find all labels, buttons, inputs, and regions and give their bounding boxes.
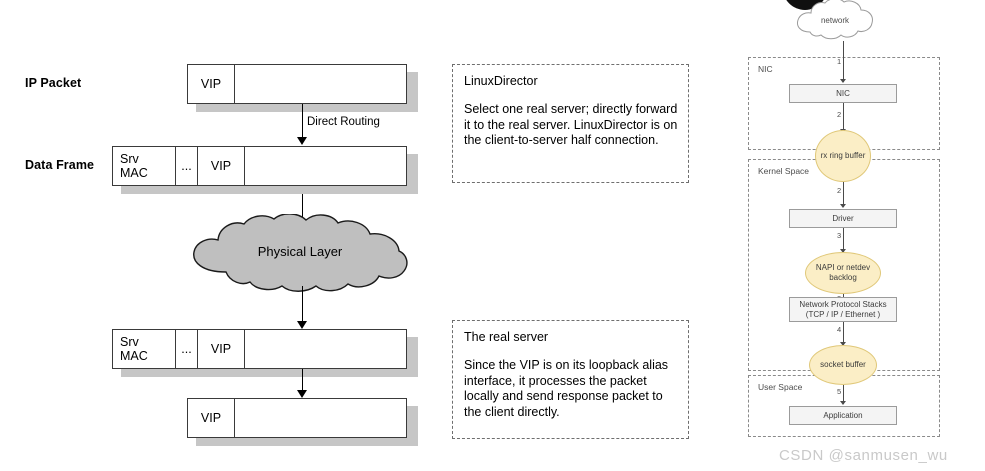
- data-frame-cell-vip: VIP: [198, 147, 245, 185]
- node-nic-label: NIC: [836, 88, 850, 98]
- node-application: Application: [789, 406, 897, 425]
- arrow-from-physical-layer-head: [297, 321, 307, 329]
- edge-socket-to-application-head: [840, 401, 846, 405]
- node-nic: NIC: [789, 84, 897, 103]
- note-linuxdirector-body: Select one real server; directly forward…: [464, 102, 678, 148]
- node-protocol-stacks: Network Protocol Stacks (TCP / IP / Ethe…: [789, 297, 897, 322]
- node-application-label: Application: [823, 410, 863, 420]
- edge-rx-to-driver-line: [843, 182, 844, 207]
- edge-network-to-nic-head: [840, 79, 846, 83]
- cropped-dark-shape: [782, 0, 828, 10]
- data-frame-box: Srv MAC ... VIP: [112, 146, 407, 186]
- row-label-ip-packet: IP Packet: [25, 76, 82, 90]
- edge-socket-to-application-line: [843, 385, 844, 404]
- node-driver-label: Driver: [832, 213, 854, 223]
- edge-driver-to-napi-line: [843, 228, 844, 252]
- real-server-frame-cell-srv-mac: Srv MAC: [113, 330, 176, 368]
- edge-number-2a: 2: [837, 110, 842, 119]
- real-server-frame-box: Srv MAC ... VIP: [112, 329, 407, 369]
- edge-number-2b: 2: [837, 186, 842, 195]
- arrow-to-physical-layer-line: [302, 194, 303, 224]
- edge-stacks-to-socket-line: [843, 322, 844, 345]
- real-server-packet-cell-vip: VIP: [188, 399, 235, 437]
- node-napi-label: NAPI or netdev backlog: [815, 263, 871, 282]
- arrow-direct-routing-line: [302, 104, 303, 140]
- real-server-packet-box: VIP: [187, 398, 407, 438]
- node-socket-buffer: socket buffer: [809, 345, 877, 385]
- edge-number-3a: 3: [837, 231, 842, 240]
- node-rx-ring-buffer-label: rx ring buffer: [820, 151, 866, 160]
- node-driver: Driver: [789, 209, 897, 228]
- arrow-to-ip-packet-head: [297, 390, 307, 398]
- node-socket-buffer-label: socket buffer: [820, 360, 866, 369]
- node-napi: NAPI or netdev backlog: [805, 252, 881, 294]
- physical-layer-label: Physical Layer: [257, 244, 343, 259]
- note-real-server: The real server Since the VIP is on its …: [452, 320, 689, 439]
- note-real-server-title: The real server: [464, 330, 549, 344]
- edge-nic-to-rx-line: [843, 103, 844, 132]
- real-server-frame-cell-payload: [245, 330, 406, 368]
- edge-number-4: 4: [837, 325, 842, 334]
- network-cloud-shape: [797, 0, 873, 40]
- note-linuxdirector-title: LinuxDirector: [464, 74, 538, 88]
- arrow-direct-routing-label: Direct Routing: [307, 116, 380, 128]
- ip-packet-cell-vip: VIP: [188, 65, 235, 103]
- edge-rx-to-driver-head: [840, 204, 846, 208]
- region-nic-label: NIC: [758, 64, 773, 74]
- data-frame-cell-payload: [245, 147, 406, 185]
- edge-number-1: 1: [837, 57, 842, 66]
- csdn-watermark: CSDN @sanmusen_wu: [779, 447, 948, 464]
- ip-packet-box: VIP: [187, 64, 407, 104]
- data-frame-cell-srv-mac: Srv MAC: [113, 147, 176, 185]
- note-real-server-body: Since the VIP is on its loopback alias i…: [464, 358, 669, 419]
- network-cloud: network: [794, 0, 876, 42]
- node-protocol-stacks-label: Network Protocol Stacks (TCP / IP / Ethe…: [799, 299, 887, 319]
- note-linuxdirector: LinuxDirector Select one real server; di…: [452, 64, 689, 183]
- edge-number-5: 5: [837, 387, 842, 396]
- physical-layer-cloud-shape: [193, 213, 408, 292]
- region-kernel-space-label: Kernel Space: [758, 166, 810, 176]
- data-frame-cell-ellipsis: ...: [176, 147, 198, 185]
- real-server-frame-cell-ellipsis: ...: [176, 330, 198, 368]
- real-server-frame-cell-vip: VIP: [198, 330, 245, 368]
- row-label-data-frame: Data Frame: [25, 158, 95, 172]
- real-server-packet-cell-payload: [235, 399, 406, 437]
- arrow-to-ip-packet-line: [302, 369, 303, 393]
- ip-packet-cell-payload: [235, 65, 406, 103]
- region-user-space-label: User Space: [758, 382, 803, 392]
- edge-stacks-to-socket-head: [840, 342, 846, 346]
- arrow-from-physical-layer-line: [302, 286, 303, 324]
- edge-network-to-nic-line: [843, 41, 844, 82]
- network-cloud-label: network: [820, 16, 849, 25]
- arrow-direct-routing-head: [297, 137, 307, 145]
- physical-layer-cloud: Physical Layer: [186, 213, 414, 294]
- node-rx-ring-buffer: rx ring buffer: [815, 130, 871, 182]
- edge-driver-to-napi-head: [840, 249, 846, 253]
